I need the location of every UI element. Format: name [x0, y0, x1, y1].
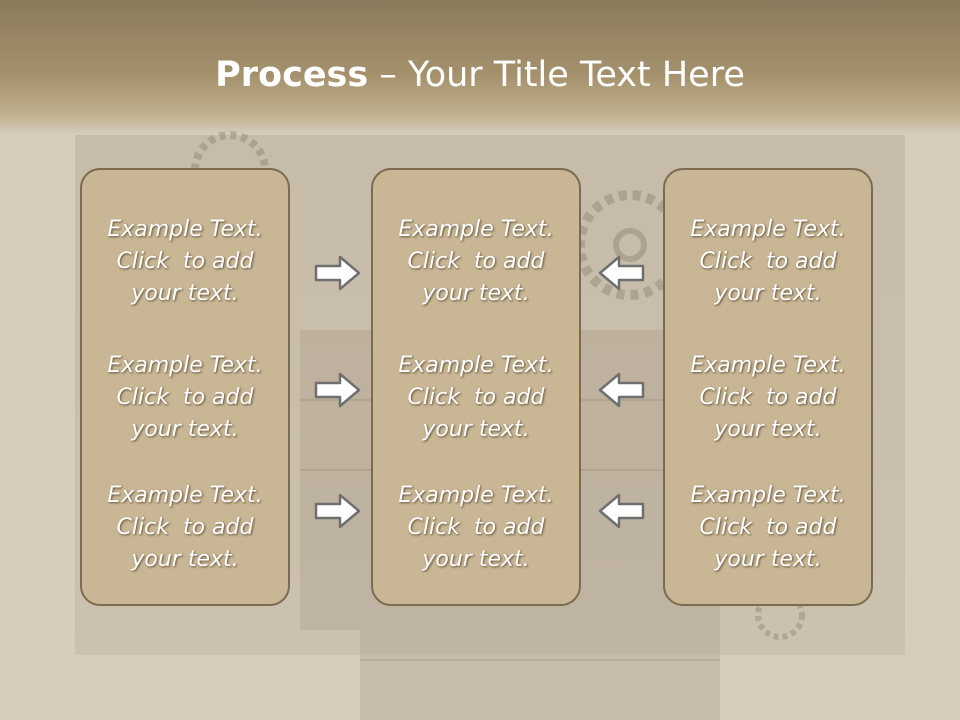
- title-bar: [0, 0, 960, 135]
- text-block[interactable]: Example Text. Click to add your text.: [665, 480, 871, 576]
- text-line: Example Text.: [107, 353, 263, 378]
- text-line: your text.: [422, 547, 530, 572]
- text-line: your text.: [131, 547, 239, 572]
- text-line: Example Text.: [107, 217, 263, 242]
- text-block[interactable]: Example Text. Click to add your text.: [82, 480, 288, 576]
- text-block[interactable]: Example Text. Click to add your text.: [82, 350, 288, 446]
- text-line: Example Text.: [398, 483, 554, 508]
- arrow-left-icon[interactable]: [596, 370, 646, 410]
- text-line: your text.: [131, 281, 239, 306]
- text-block[interactable]: Example Text. Click to add your text.: [82, 214, 288, 310]
- text-line: your text.: [131, 417, 239, 442]
- slide-title[interactable]: Process – Your Title Text Here: [0, 54, 960, 96]
- arrow-left-icon[interactable]: [596, 491, 646, 531]
- text-line: Example Text.: [690, 217, 846, 242]
- title-bold: Process: [215, 55, 369, 95]
- text-block[interactable]: Example Text. Click to add your text.: [665, 350, 871, 446]
- text-line: Click to add: [116, 385, 254, 410]
- text-line: Example Text.: [690, 353, 846, 378]
- text-line: Example Text.: [398, 217, 554, 242]
- text-line: your text.: [422, 417, 530, 442]
- text-block[interactable]: Example Text. Click to add your text.: [665, 214, 871, 310]
- text-line: Click to add: [116, 249, 254, 274]
- process-box-right[interactable]: Example Text. Click to add your text. Ex…: [663, 168, 873, 606]
- text-line: Example Text.: [690, 483, 846, 508]
- text-line: your text.: [714, 417, 822, 442]
- arrow-right-icon[interactable]: [313, 370, 363, 410]
- text-line: your text.: [422, 281, 530, 306]
- text-block[interactable]: Example Text. Click to add your text.: [373, 350, 579, 446]
- text-block[interactable]: Example Text. Click to add your text.: [373, 214, 579, 310]
- text-line: Click to add: [699, 249, 837, 274]
- text-line: Click to add: [699, 385, 837, 410]
- arrow-right-icon[interactable]: [313, 253, 363, 293]
- arrow-right-icon[interactable]: [313, 491, 363, 531]
- text-line: Example Text.: [398, 353, 554, 378]
- title-text: – Your Title Text Here: [368, 55, 745, 95]
- process-box-left[interactable]: Example Text. Click to add your text. Ex…: [80, 168, 290, 606]
- text-line: your text.: [714, 547, 822, 572]
- process-box-center[interactable]: Example Text. Click to add your text. Ex…: [371, 168, 581, 606]
- text-line: Click to add: [407, 385, 545, 410]
- text-line: Click to add: [116, 515, 254, 540]
- text-line: Click to add: [407, 515, 545, 540]
- text-block[interactable]: Example Text. Click to add your text.: [373, 480, 579, 576]
- text-line: Example Text.: [107, 483, 263, 508]
- text-line: Click to add: [407, 249, 545, 274]
- arrow-left-icon[interactable]: [596, 253, 646, 293]
- text-line: Click to add: [699, 515, 837, 540]
- text-line: your text.: [714, 281, 822, 306]
